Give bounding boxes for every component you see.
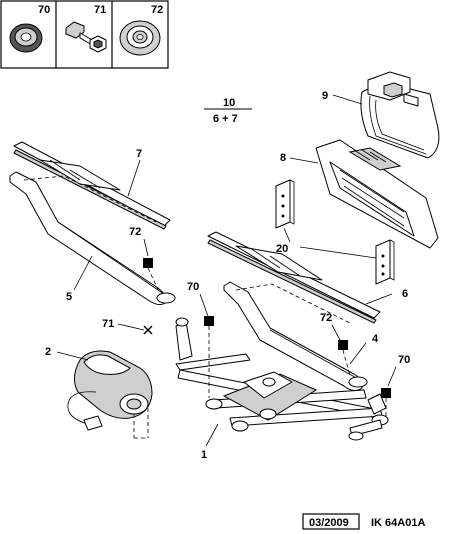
callout-5: 5 bbox=[66, 291, 72, 303]
callout-71: 71 bbox=[102, 318, 114, 330]
leader-4 bbox=[349, 342, 367, 365]
guide-line bbox=[133, 408, 149, 439]
clip-20-right bbox=[375, 239, 395, 285]
grommet-70-icon bbox=[9, 23, 43, 53]
callout-20: 20 bbox=[276, 243, 288, 255]
legend-label-71: 71 bbox=[94, 4, 106, 16]
wiper-blade-6 bbox=[207, 231, 381, 324]
motor-2 bbox=[67, 350, 153, 431]
callout-70: 70 bbox=[398, 354, 410, 366]
guide-line bbox=[235, 283, 353, 325]
callout-9: 9 bbox=[322, 90, 328, 102]
wiper-arm-4 bbox=[223, 281, 368, 392]
leader-2 bbox=[56, 351, 89, 361]
callout-8: 8 bbox=[280, 152, 286, 164]
housing-8 bbox=[315, 139, 439, 249]
callout-72-right: 72 bbox=[320, 312, 351, 377]
footer-date: 03/2009 bbox=[309, 517, 349, 529]
leader-20 bbox=[299, 246, 377, 259]
group-bottom: 6 + 7 bbox=[213, 113, 238, 125]
callout-72: 72 bbox=[129, 226, 141, 238]
callout-71: 71 bbox=[102, 318, 153, 335]
callout-6: 6 bbox=[402, 288, 408, 300]
leader-6 bbox=[365, 293, 393, 305]
date-box bbox=[302, 513, 360, 530]
wiper-arm-5 bbox=[9, 171, 176, 306]
guide-line bbox=[23, 175, 157, 223]
callout-72-left: 72 bbox=[129, 226, 161, 295]
footer-code: IK 64A01A bbox=[371, 517, 425, 529]
callout-70: 70 bbox=[187, 281, 199, 293]
callout-2: 2 bbox=[45, 346, 51, 358]
legend-panel: 70 71 72 bbox=[0, 0, 169, 69]
leader-1 bbox=[205, 423, 219, 447]
leader-8 bbox=[289, 157, 319, 164]
legend-label-72: 72 bbox=[151, 4, 163, 16]
callout-7: 7 bbox=[136, 148, 142, 160]
linkage-1 bbox=[175, 317, 389, 441]
callout-70-upper: 70 bbox=[187, 281, 214, 398]
callout-1: 1 bbox=[201, 449, 207, 461]
leader-20 bbox=[283, 227, 291, 243]
callout-72: 72 bbox=[320, 312, 332, 324]
legend-frame bbox=[0, 0, 169, 69]
leader-5 bbox=[73, 255, 93, 291]
callout-70-right: 70 bbox=[381, 354, 410, 418]
wiper-blade-7 bbox=[13, 141, 171, 230]
group-reference: 10 6 + 7 bbox=[204, 97, 252, 125]
leader-9 bbox=[332, 94, 363, 105]
callout-4: 4 bbox=[372, 333, 379, 345]
legend-label-70: 70 bbox=[38, 4, 50, 16]
footer-reference: 03/2009 IK 64A01A bbox=[302, 513, 425, 530]
fastener-x-icon bbox=[143, 325, 153, 335]
bolt-71-icon bbox=[65, 21, 107, 53]
grommet-72-icon bbox=[119, 20, 161, 56]
module-9 bbox=[360, 71, 440, 159]
group-top: 10 bbox=[223, 97, 235, 109]
clip-20-left bbox=[275, 179, 295, 229]
leader-7 bbox=[127, 159, 141, 197]
